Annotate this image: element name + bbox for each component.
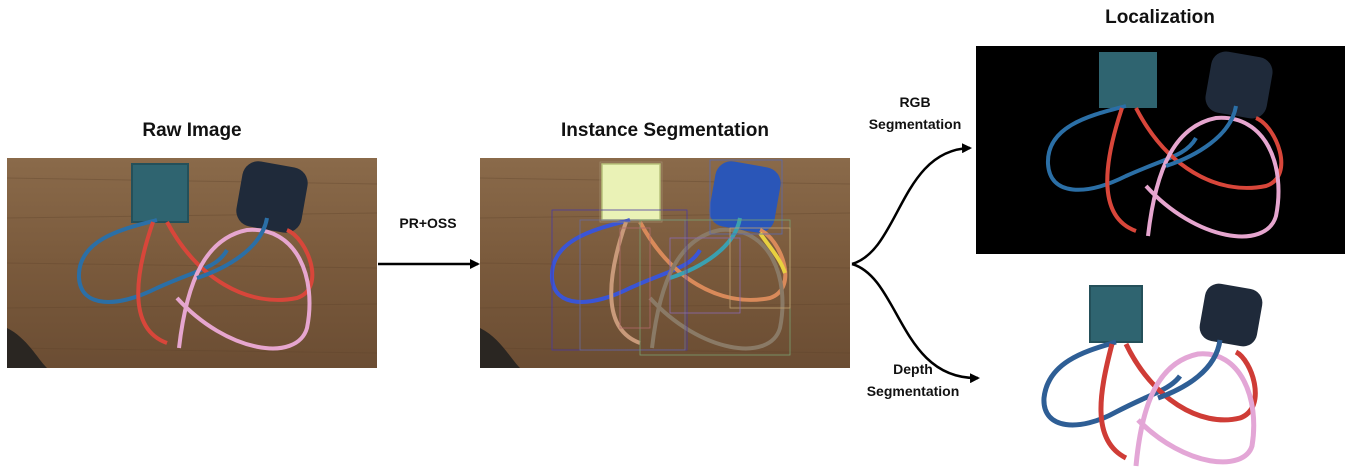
raw-image-illustration <box>7 158 377 368</box>
rgb-label-line2: Segmentation <box>868 116 962 132</box>
instance-segmentation-panel <box>480 158 850 368</box>
localization-title: Localization <box>1105 7 1215 28</box>
instance-segmentation-title: Instance Segmentation <box>561 120 769 141</box>
depth-segmentation-panel <box>1030 280 1280 468</box>
raw-image-panel <box>7 158 377 368</box>
depth-label-line2: Segmentation <box>866 383 960 399</box>
raw-image-title: Raw Image <box>142 120 242 141</box>
arrow-to-depth-segmentation <box>851 262 980 384</box>
arrow-to-rgb-segmentation <box>851 143 972 266</box>
pr-oss-label: PR+OSS <box>399 215 457 231</box>
rgb-segmentation-panel <box>976 46 1345 254</box>
rgb-segmentation-label: RGB Segmentation <box>860 91 970 135</box>
depth-segmentation-illustration <box>1041 283 1263 467</box>
instance-segmentation-illustration <box>480 158 850 368</box>
depth-label-line1: Depth <box>893 361 933 377</box>
depth-segmentation-label: Depth Segmentation <box>858 358 968 402</box>
rgb-segmentation-illustration <box>976 46 1345 254</box>
rgb-label-line1: RGB <box>899 94 931 110</box>
